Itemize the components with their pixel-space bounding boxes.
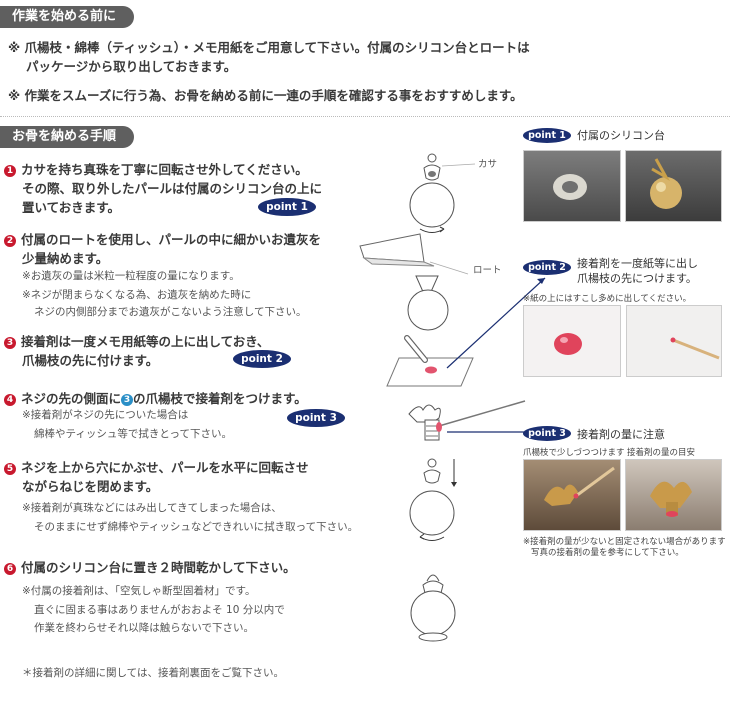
step4-note2: 綿棒やティッシュ等で拭きとって下さい。 [34,428,233,440]
point3-badge: point 3 [287,409,345,427]
toothpick-glue-photo [626,305,722,377]
step2-funnel-illustration [359,233,469,331]
point2-caption: ※紙の上にはすこし多めに出してください。 [523,294,692,304]
step3-line2: 爪楊枝の先に付けます。 [22,353,159,368]
step4-note1: ※接着剤がネジの先についた場合は [22,409,189,421]
section-header-procedure: お骨を納める手順 [0,126,134,148]
step4-toothpick-screw-illustration [408,400,526,441]
step3-number: 3 [4,337,16,349]
step2-note1: ※お遺灰の量は米粒一粒程度の量になります。 [22,270,240,282]
point2-side-badge: point 2 [523,260,571,275]
step5-number: 5 [4,463,16,475]
point1-title: 付属のシリコン台 [577,129,665,142]
step4-number: 4 [4,394,16,406]
point3-note-line1: ※接着剤の量が少ないと固定されない場合があります [523,537,726,547]
point3-caption-right: 接着剤の量の目安 [627,448,696,458]
point2-title-line1: 接着剤を一度紙等に出し [577,257,698,270]
step6-number: 6 [4,563,16,575]
glue-amount-photo [625,459,722,531]
step1-line2: その際、取り外したパールは付属のシリコン台の上に [22,181,323,196]
step6-pearl-on-stand-illustration [410,574,456,642]
step3-ref-icon: 3 [121,394,134,406]
step6-note3: 作業を終わらせそれ以降は触らないで下さい。 [34,622,254,634]
step5-line2: ながらねじを閉めます。 [22,479,159,494]
kasa-label: カサ [478,159,498,170]
step1-line3: 置いておきます。 [22,200,121,215]
point3-title: 接着剤の量に注意 [577,428,665,441]
step2-note3: ネジの内側部分までお遺灰がこないよう注意して下さい。 [34,306,307,318]
step6-note1: ※付属の接着剤は、「空気しゃ断型固着材」です。 [22,585,256,597]
adhesive-footer-note: ＊接着剤の詳細に関しては、接着剤裏面をご覧下さい。 [22,667,284,679]
point1-side-badge: point 1 [523,128,571,143]
silicone-stand-photo [523,150,621,222]
step5-note1: ※接着剤が真珠などにはみ出してきてしまった場合は、 [22,502,282,514]
step5-note2: そのままにせず綿棒やティッシュなどできれいに拭き取って下さい。 [34,521,359,533]
apply-glue-photo [523,459,621,531]
step2-line2: 少量納めます。 [22,251,109,266]
pearl-on-stand-photo [625,150,722,222]
prep-note-line2: パッケージから取り出しておきます。 [26,59,237,74]
step6-note2: 直ぐに固まる事はありませんがおおよそ 10 分以内で [34,604,285,616]
roto-label: ロート [473,265,502,276]
point3-caption-left: 爪楊枝で少しづつつけます [523,448,625,458]
recommend-note: ※ 作業をスムーズに行う為、お骨を納める前に一連の手順を確認する事をおすすめしま… [8,88,523,103]
step3-glue-on-paper-illustration [386,335,474,387]
step2-number: 2 [4,235,16,247]
step1-number: 1 [4,165,16,177]
point3-note-line2: 写真の接着剤の量を参考にして下さい。 [531,548,684,558]
step2-note2: ※ネジが閉まらなくなる為、お遺灰を納めた時に [22,289,252,301]
point2-badge: point 2 [233,350,291,368]
prep-note-line1: ※ 爪楊枝・綿棒（ティッシュ）・メモ用紙をご用意して下さい。付属のシリコン台とロ… [8,40,530,55]
step5-screw-close-illustration [409,458,457,541]
glue-on-paper-photo [523,305,621,377]
section-header-before-work: 作業を始める前に [0,6,134,28]
point2-title-line2: 爪楊枝の先につけます。 [577,272,697,285]
step1-pearl-cap-illustration [409,153,476,233]
point1-badge: point 1 [258,198,316,216]
section-divider [0,116,730,117]
point3-side-badge: point 3 [523,426,571,441]
